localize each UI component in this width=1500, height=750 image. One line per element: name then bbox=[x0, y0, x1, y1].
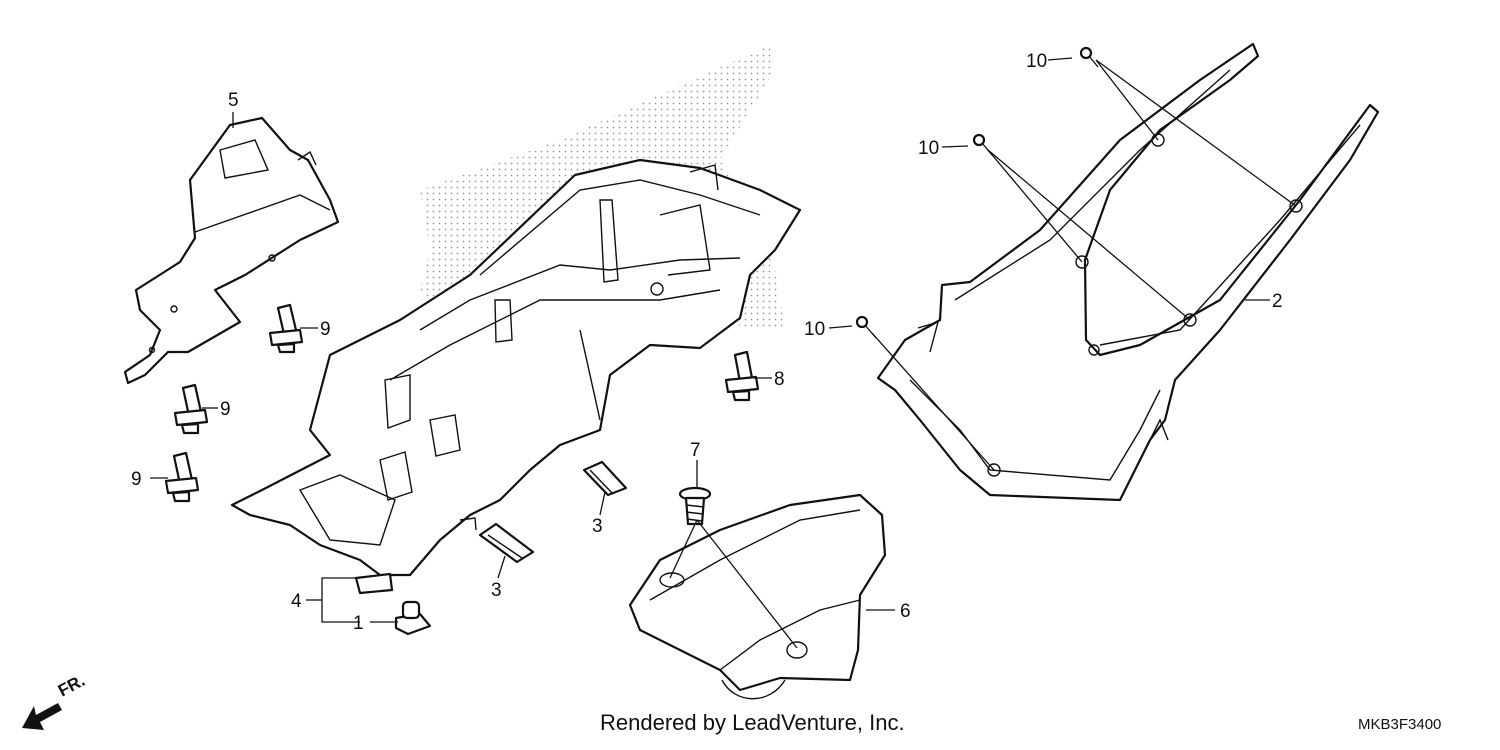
part-5-shield[interactable] bbox=[123, 116, 340, 385]
diagram-code: MKB3F3400 bbox=[1358, 716, 1442, 733]
part-9-clip-a[interactable] bbox=[268, 303, 304, 354]
callout-8: 8 bbox=[774, 369, 785, 390]
callout-4: 4 bbox=[291, 591, 302, 612]
part-9-clip-c[interactable] bbox=[164, 451, 200, 503]
callout-7: 7 bbox=[690, 440, 701, 461]
part-2-side-cover[interactable] bbox=[876, 42, 1380, 502]
part-3-pad-a[interactable] bbox=[582, 460, 628, 497]
callout-6: 6 bbox=[900, 601, 911, 622]
part-3-pad-b[interactable] bbox=[478, 522, 535, 564]
part-4-bracket[interactable] bbox=[354, 572, 394, 595]
callout-1: 1 bbox=[353, 613, 364, 634]
callout-10c: 10 bbox=[804, 319, 825, 340]
callout-3a: 3 bbox=[592, 516, 603, 537]
part-10-screw-a[interactable] bbox=[1079, 46, 1099, 68]
front-arrow-icon bbox=[22, 703, 62, 730]
callout-10a: 10 bbox=[1026, 51, 1047, 72]
part-1-nut[interactable] bbox=[394, 600, 432, 636]
callout-3b: 3 bbox=[491, 580, 502, 601]
part-8-clip[interactable] bbox=[724, 350, 760, 402]
part-9-clip-b[interactable] bbox=[173, 383, 209, 435]
callout-9c: 9 bbox=[131, 469, 142, 490]
part-7-screw[interactable] bbox=[678, 486, 712, 526]
callout-2: 2 bbox=[1272, 291, 1283, 312]
callout-5: 5 bbox=[228, 90, 239, 111]
callout-9a: 9 bbox=[320, 319, 331, 340]
rear-fender-main[interactable] bbox=[230, 158, 802, 577]
leader-lines bbox=[150, 57, 1297, 649]
callout-10b: 10 bbox=[918, 138, 939, 159]
part-6-hugger[interactable] bbox=[628, 493, 887, 700]
callout-9b: 9 bbox=[220, 399, 231, 420]
credit-text: Rendered by LeadVenture, Inc. bbox=[600, 710, 905, 735]
